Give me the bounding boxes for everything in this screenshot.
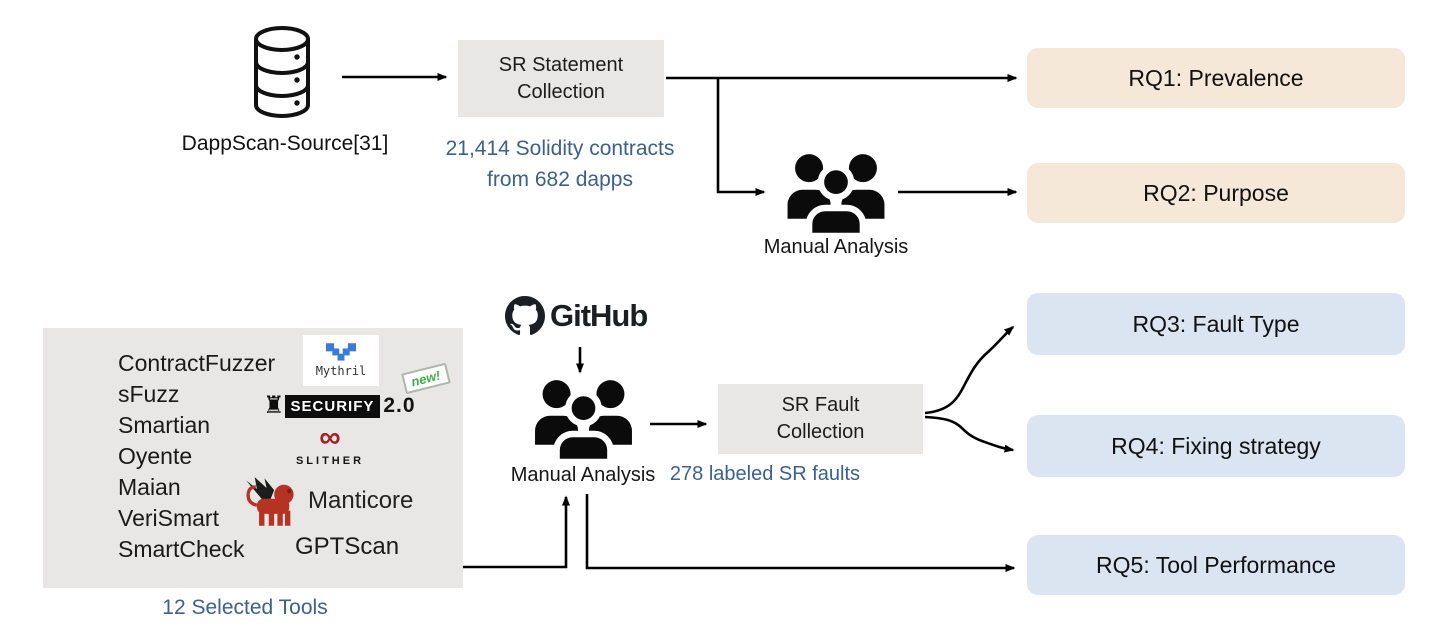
database-icon (254, 26, 310, 118)
securify-rook-icon: ♜ (263, 392, 285, 419)
tool-maian: Maian (118, 474, 181, 500)
manticore-icon (246, 477, 294, 526)
rq3-label: RQ3: Fault Type (1132, 310, 1300, 337)
rq3-box: RQ3: Fault Type (1027, 293, 1405, 355)
rq5-box: RQ5: Tool Performance (1027, 535, 1405, 595)
sr-fault-line1: SR Fault (781, 394, 860, 416)
tool-oyente: Oyente (118, 443, 193, 469)
contracts-caption: 21,414 Solidity contracts from 682 dapps (415, 133, 705, 195)
mythril-label: Mythril (315, 364, 367, 378)
sr-statement-line2: Collection (517, 80, 605, 103)
manticore-label: Manticore (308, 487, 414, 514)
tool-smartian: Smartian (118, 412, 211, 438)
tool-contractfuzzer: ContractFuzzer (118, 350, 276, 376)
tool-sfuzz: sFuzz (118, 381, 180, 407)
selected-tools-box: ContractFuzzer sFuzz Smartian Oyente Mai… (43, 328, 463, 588)
rq2-label: RQ2: Purpose (1143, 179, 1289, 206)
github-logo: GitHub (505, 296, 648, 336)
gptscan-label: GPTScan (295, 533, 400, 560)
sr-statement-line1: SR Statement (498, 53, 624, 76)
rq4-label: RQ4: Fixing strategy (1111, 432, 1321, 459)
sr-fault-collection-box: SR Fault Collection (718, 384, 923, 454)
contracts-caption-line1: 21,414 Solidity contracts (445, 137, 675, 160)
database-label: DappScan-Source[31] (181, 132, 389, 155)
rq2-box: RQ2: Purpose (1027, 163, 1405, 223)
sr-statement-collection-box: SR Statement Collection (458, 40, 664, 117)
manual-analysis-people-icon-bottom (526, 378, 641, 462)
slither-icon: ∞ (319, 421, 341, 454)
mythril-logo: Mythril (303, 335, 379, 386)
securify-version: 2.0 (383, 394, 416, 417)
rq1-box: RQ1: Prevalence (1027, 48, 1405, 108)
tool-verismart: VeriSmart (118, 505, 219, 531)
faults-caption: 278 labeled SR faults (669, 463, 861, 485)
rq5-label: RQ5: Tool Performance (1096, 551, 1336, 578)
github-icon (505, 296, 545, 336)
mythril-icon (326, 343, 356, 361)
manual-analysis-people-icon-top (780, 152, 892, 236)
contracts-caption-line2: from 682 dapps (487, 168, 633, 191)
securify-name: SECURIFY (284, 394, 381, 418)
manual-analysis-label-bottom: Manual Analysis (510, 464, 656, 486)
securify-logo: ♜ SECURIFY 2.0 (263, 394, 416, 418)
selected-tools-caption: 12 Selected Tools (162, 596, 328, 619)
github-label: GitHub (550, 298, 648, 333)
tool-smartcheck: SmartCheck (118, 536, 245, 562)
sr-fault-line2: Collection (776, 421, 865, 443)
manual-analysis-label-top: Manual Analysis (763, 236, 909, 258)
rq1-label: RQ1: Prevalence (1128, 64, 1304, 91)
rq4-box: RQ4: Fixing strategy (1027, 415, 1405, 477)
slither-label: SLITHER (295, 455, 365, 467)
